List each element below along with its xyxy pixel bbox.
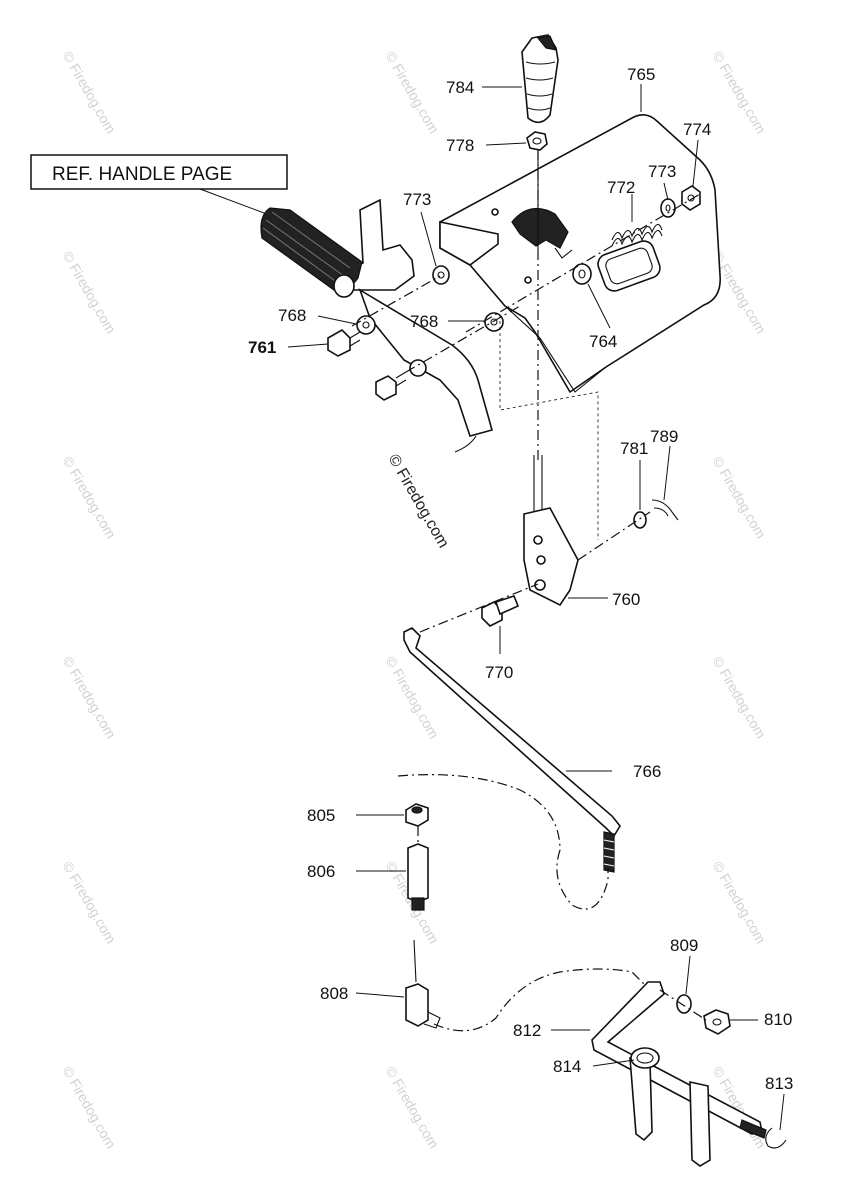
center-line — [577, 511, 651, 561]
leader-lines — [287, 84, 785, 1131]
clip-789-part — [651, 499, 679, 521]
center-line — [659, 989, 707, 1021]
callout-806: 806 — [307, 862, 335, 881]
callout-812: 812 — [513, 1021, 541, 1040]
lever-760-part — [523, 455, 579, 607]
center-line — [413, 939, 417, 983]
washer-773-right — [660, 198, 676, 218]
shift-shaft-part — [591, 981, 767, 1167]
bolt-761-upper — [327, 329, 361, 357]
washer-768-left — [356, 315, 376, 335]
callout-784: 784 — [446, 78, 474, 97]
callout-773-right: 773 — [648, 162, 676, 181]
clip-813-part — [765, 1127, 787, 1149]
washer-781-part — [633, 511, 647, 529]
center-watermark: © Firedog.com — [385, 452, 452, 552]
bolt-lower — [375, 359, 427, 401]
reference-box-text: REF. HANDLE PAGE — [52, 164, 232, 185]
coupler-806-part — [407, 843, 429, 911]
watermark: © Firedog.com — [59, 859, 119, 947]
callout-768-right: 768 — [410, 312, 438, 331]
callout-789: 789 — [650, 427, 678, 446]
callout-773-left: 773 — [403, 190, 431, 209]
callout-778: 778 — [446, 136, 474, 155]
callout-810: 810 — [764, 1010, 792, 1029]
callout-761: 761 — [248, 338, 276, 357]
callout-772: 772 — [607, 178, 635, 197]
callout-813: 813 — [765, 1074, 793, 1093]
washer-773-left — [432, 265, 450, 285]
ferrule-808-part — [405, 983, 441, 1029]
callout-805: 805 — [307, 806, 335, 825]
nut-778-part — [526, 131, 548, 151]
callout-809: 809 — [670, 936, 698, 955]
spring-part — [611, 223, 663, 247]
callout-781: 781 — [620, 439, 648, 458]
shift-rod-part — [403, 627, 621, 873]
bolt-770-part — [481, 595, 520, 627]
callout-760: 760 — [612, 590, 640, 609]
callout-770: 770 — [485, 663, 513, 682]
watermark: © Firedog.com — [59, 654, 119, 742]
callout-765: 765 — [627, 65, 655, 84]
callout-766: 766 — [633, 762, 661, 781]
watermark: © Firedog.com — [59, 249, 119, 337]
watermark: © Firedog.com — [709, 49, 769, 137]
handle-bracket-part — [344, 198, 493, 453]
shift-panel-part — [439, 114, 721, 394]
watermark: © Firedog.com — [382, 49, 442, 137]
nut-805-part — [405, 803, 429, 827]
watermark: © Firedog.com — [59, 1064, 119, 1152]
nut-774-part — [681, 185, 701, 211]
watermark: © Firedog.com — [59, 49, 119, 137]
reference-box: REF. HANDLE PAGE — [30, 154, 288, 217]
shift-knob-part — [521, 34, 559, 250]
watermark: © Firedog.com — [709, 454, 769, 542]
watermark: © Firedog.com — [382, 1064, 442, 1152]
callout-labels: 784 765 778 774 773 772 773 768 761 768 … — [248, 65, 793, 1093]
watermark: © Firedog.com — [709, 654, 769, 742]
washer-809-part — [676, 994, 692, 1014]
callout-808: 808 — [320, 984, 348, 1003]
callout-774: 774 — [683, 120, 711, 139]
center-lines-upper — [351, 150, 701, 540]
nut-810-part — [703, 1009, 731, 1035]
watermark: © Firedog.com — [59, 454, 119, 542]
callout-768-left: 768 — [278, 306, 306, 325]
callout-764: 764 — [589, 332, 617, 351]
center-line — [419, 583, 539, 633]
callout-814: 814 — [553, 1057, 581, 1076]
watermark: © Firedog.com — [709, 859, 769, 947]
handle-grip-part — [260, 207, 363, 298]
